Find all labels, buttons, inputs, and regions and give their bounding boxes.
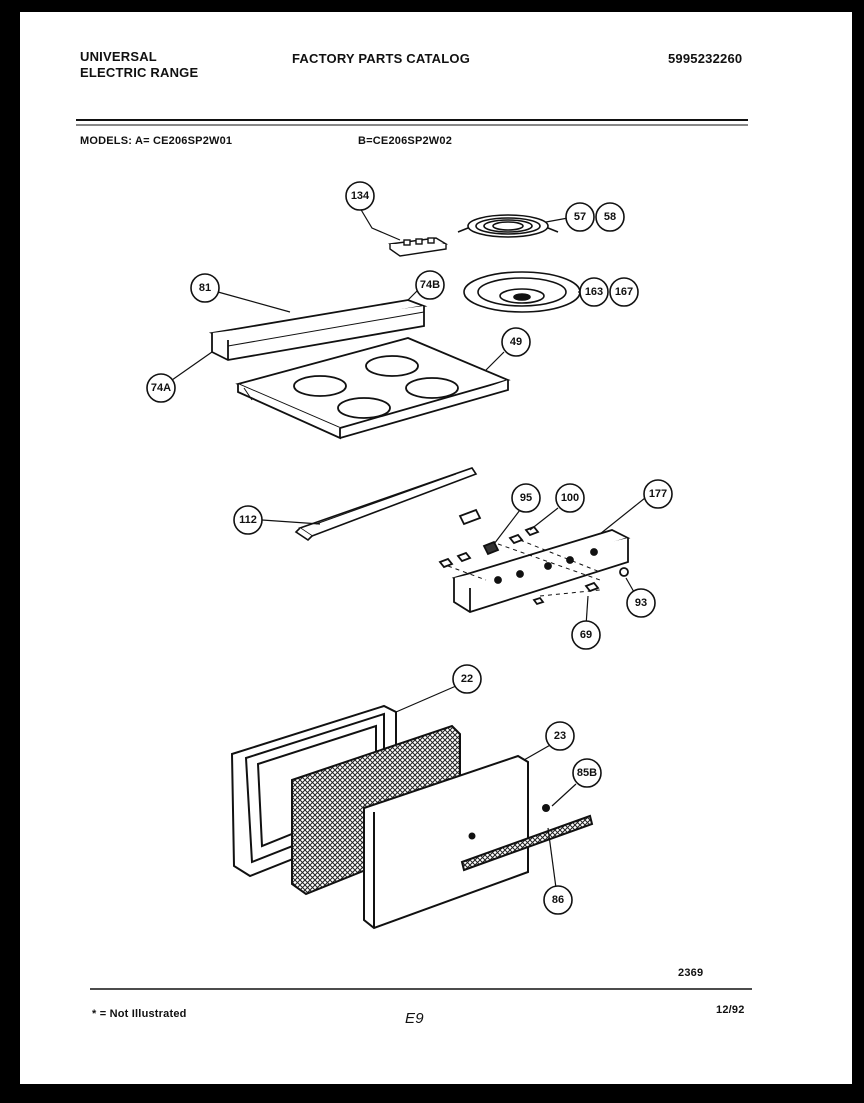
callout-57-label: 57 xyxy=(574,211,586,223)
door-handle-part xyxy=(460,814,594,872)
callout-177-label: 177 xyxy=(649,488,667,500)
callout-134-label: 134 xyxy=(351,190,370,202)
not-illustrated-note: * = Not Illustrated xyxy=(92,1008,187,1020)
callout-22: 22 xyxy=(452,664,482,694)
callout-86-label: 86 xyxy=(552,894,564,906)
outer-door-panel-part xyxy=(363,754,529,930)
callout-23: 23 xyxy=(545,721,575,751)
page-title: FACTORY PARTS CATALOG xyxy=(292,51,471,66)
callout-93: 93 xyxy=(626,588,656,618)
callout-74b-label: 74B xyxy=(420,279,440,291)
callout-81: 81 xyxy=(190,273,220,303)
callout-177: 177 xyxy=(643,479,673,509)
model-b-label: B=CE206SP2W02 xyxy=(358,135,453,147)
callout-85b: 85B xyxy=(572,758,602,788)
callout-57: 57 xyxy=(565,202,595,232)
terminal-block-part xyxy=(388,237,449,257)
callout-22-label: 22 xyxy=(461,673,473,685)
callout-93-label: 93 xyxy=(635,597,647,609)
catalog-number: 5995232260 xyxy=(668,51,743,66)
brand-line-1: UNIVERSAL xyxy=(80,49,157,64)
callout-49: 49 xyxy=(501,327,531,357)
callout-95: 95 xyxy=(511,483,541,513)
callout-74b: 74B xyxy=(415,270,445,300)
drip-bowl-part xyxy=(463,271,581,313)
callout-74a-label: 74A xyxy=(151,382,171,394)
callout-58-label: 58 xyxy=(604,211,616,223)
models-label: MODELS: A= CE206SP2W01 xyxy=(80,135,233,147)
surface-element-part xyxy=(457,214,559,238)
callout-74a: 74A xyxy=(146,373,176,403)
callout-23-label: 23 xyxy=(554,730,566,742)
callout-100: 100 xyxy=(555,483,585,513)
screw-part xyxy=(542,804,550,812)
callout-85b-label: 85B xyxy=(577,767,597,779)
callout-86: 86 xyxy=(543,885,573,915)
cooktop-part xyxy=(235,337,511,440)
callout-69: 69 xyxy=(571,620,601,650)
callout-163-label: 163 xyxy=(585,286,603,298)
callout-95-label: 95 xyxy=(520,492,532,504)
control-panel-leaders xyxy=(447,539,601,597)
callout-134: 134 xyxy=(345,181,375,211)
callout-112-label: 112 xyxy=(239,514,257,526)
channel-part xyxy=(294,467,478,542)
callout-69-label: 69 xyxy=(580,629,592,641)
leader-lines xyxy=(171,207,646,889)
callout-100-label: 100 xyxy=(561,492,579,504)
page-code: E9 xyxy=(405,1010,424,1027)
callout-58: 58 xyxy=(595,202,625,232)
revision-date: 12/92 xyxy=(716,1004,745,1016)
callout-49-label: 49 xyxy=(510,336,522,348)
page-background xyxy=(20,12,852,1084)
diagram-code: 2369 xyxy=(678,967,704,979)
callout-167-label: 167 xyxy=(615,286,633,298)
callout-112: 112 xyxy=(233,505,263,535)
brand-line-2: ELECTRIC RANGE xyxy=(80,65,199,80)
callout-163: 163 xyxy=(579,277,609,307)
back-trim-part xyxy=(208,299,428,361)
callout-167: 167 xyxy=(609,277,639,307)
control-panel-part xyxy=(438,508,631,613)
callout-81-label: 81 xyxy=(199,282,211,294)
